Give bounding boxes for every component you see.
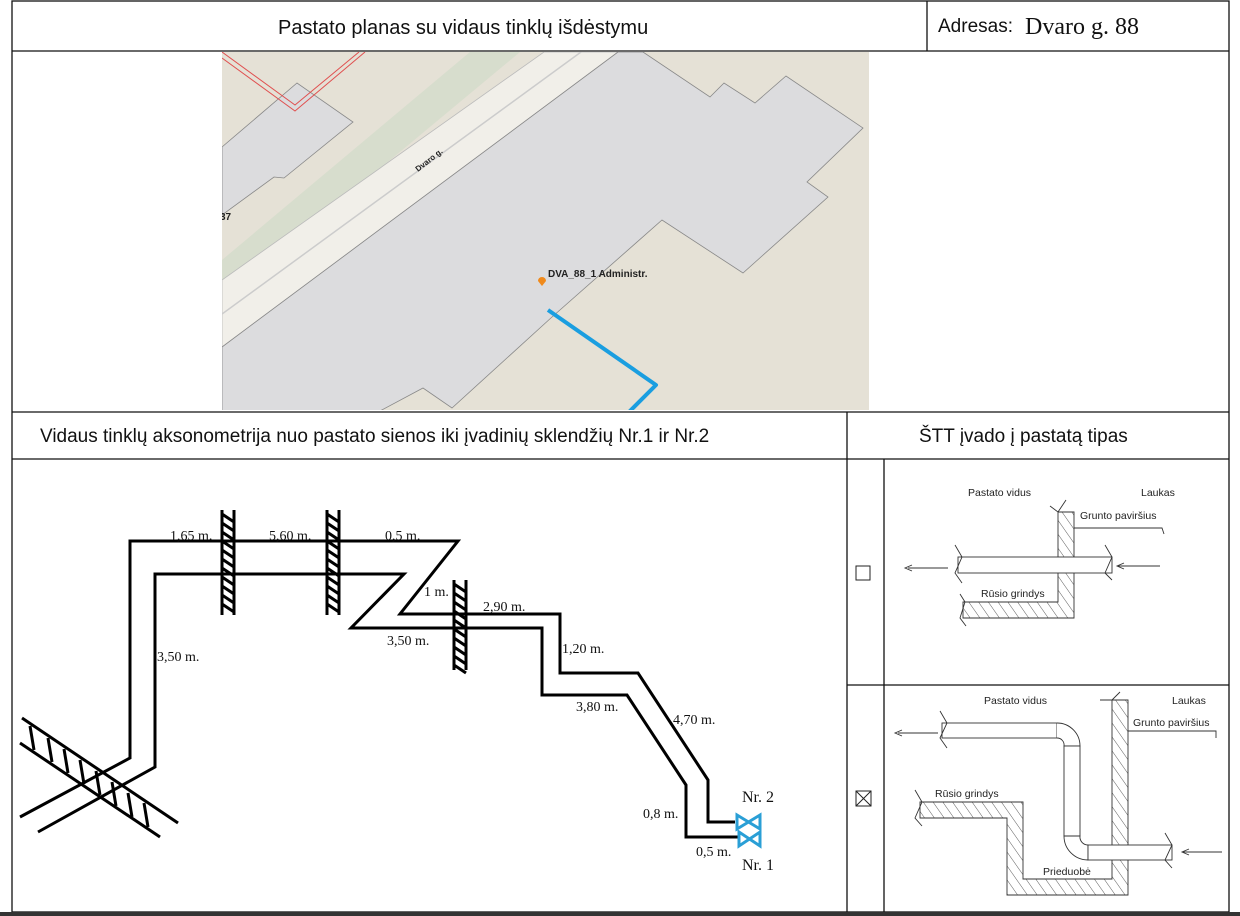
dim-label: 0,5 m. — [696, 845, 731, 860]
valve-nr2-icon — [735, 812, 762, 832]
svg-text:Laukas: Laukas — [1141, 487, 1175, 499]
dim-label: 3,50 m. — [157, 650, 199, 665]
dim-label: 1,65 m. — [170, 529, 212, 544]
svg-text:Grunto paviršius: Grunto paviršius — [1080, 510, 1156, 522]
wall-crossing — [325, 510, 341, 615]
entry-type-1-checkbox[interactable] — [855, 565, 871, 581]
dim-label: 0,5 m. — [385, 529, 420, 544]
dim-label: 2,90 m. — [483, 600, 525, 615]
valve-nr1-icon — [737, 829, 762, 849]
svg-text:Pastato vidus: Pastato vidus — [968, 487, 1031, 499]
neighbor-building — [222, 82, 354, 216]
axonometry-title: Vidaus tinklų aksonometrija nuo pastato … — [40, 426, 710, 447]
entry-type-title: ŠTT įvado į pastatą tipas — [919, 426, 1128, 447]
svg-text:Pastato vidus: Pastato vidus — [984, 695, 1047, 707]
dim-label: 5,60 m. — [269, 529, 311, 544]
address-value: Dvaro g. 88 — [1025, 14, 1139, 40]
dim-label: 1 m. — [424, 585, 449, 600]
foundation-wall — [28, 725, 150, 828]
dim-label: 0,8 m. — [643, 807, 678, 822]
inner-pipe — [37, 572, 738, 839]
svg-text:Rūsio grindys: Rūsio grindys — [935, 788, 999, 800]
dim-label: 1,20 m. — [562, 642, 604, 657]
svg-text:37: 37 — [220, 212, 232, 223]
wall-crossing — [452, 580, 468, 675]
main-building — [222, 52, 864, 410]
dim-label: 3,80 m. — [576, 700, 618, 715]
svg-text:Laukas: Laukas — [1172, 695, 1206, 707]
svg-text:Grunto paviršius: Grunto paviršius — [1133, 717, 1209, 729]
dim-label: 3,50 m. — [387, 634, 429, 649]
marker-label: DVA_88_1 Administr. — [548, 269, 648, 280]
location-marker-icon — [538, 277, 546, 286]
wall-crossing — [220, 510, 236, 615]
svg-text:Rūsio grindys: Rūsio grindys — [981, 588, 1045, 600]
valve-1-label: Nr. 1 — [742, 857, 774, 874]
address-label: Adresas: — [938, 16, 1013, 37]
valve-2-label: Nr. 2 — [742, 789, 774, 806]
dim-label: 4,70 m. — [673, 713, 715, 728]
pipe-route — [546, 308, 658, 410]
outer-pipe — [19, 539, 735, 824]
entry-type-2-checkbox[interactable] — [855, 790, 872, 807]
svg-text:Prieduobė: Prieduobė — [1043, 866, 1091, 878]
page-title: Pastato planas su vidaus tinklų išdėstym… — [278, 17, 649, 39]
